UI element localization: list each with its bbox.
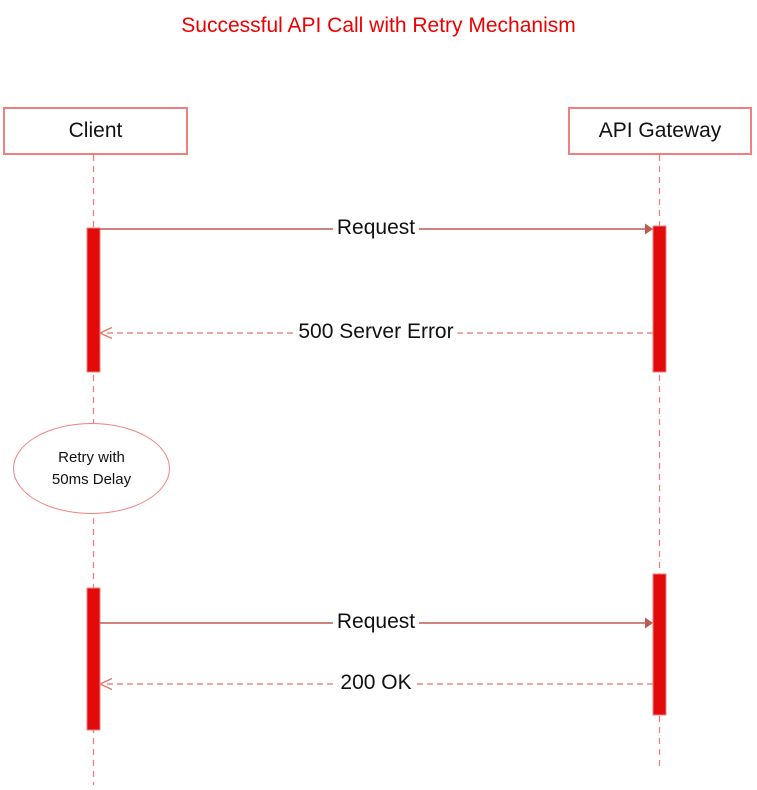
message-label-request-2: Request [332, 610, 420, 634]
note-line-2: 50ms Delay [51, 470, 132, 488]
arrowhead-open-icon [98, 326, 113, 340]
message-label-200-ok: 200 OK [336, 671, 416, 695]
actor-client-label: Client [68, 119, 123, 142]
message-label-request-1: Request [332, 216, 420, 240]
activation-bar-gateway-1 [652, 225, 667, 373]
actor-api-gateway: API Gateway [568, 107, 752, 155]
message-label-500-error: 500 Server Error [294, 320, 458, 344]
diagram-title: Successful API Call with Retry Mechanism [181, 14, 576, 37]
arrowhead-open-icon [98, 677, 113, 691]
arrowhead-solid-icon [645, 617, 653, 629]
actor-api-gateway-label: API Gateway [598, 119, 722, 142]
note-retry-delay: Retry with 50ms Delay [13, 423, 170, 514]
activation-bar-client-1 [86, 227, 101, 373]
arrowhead-solid-icon [645, 223, 653, 235]
activation-bar-gateway-2 [652, 573, 667, 716]
activation-bar-client-2 [86, 587, 101, 731]
actor-client: Client [3, 107, 188, 155]
note-line-1: Retry with [58, 448, 125, 466]
